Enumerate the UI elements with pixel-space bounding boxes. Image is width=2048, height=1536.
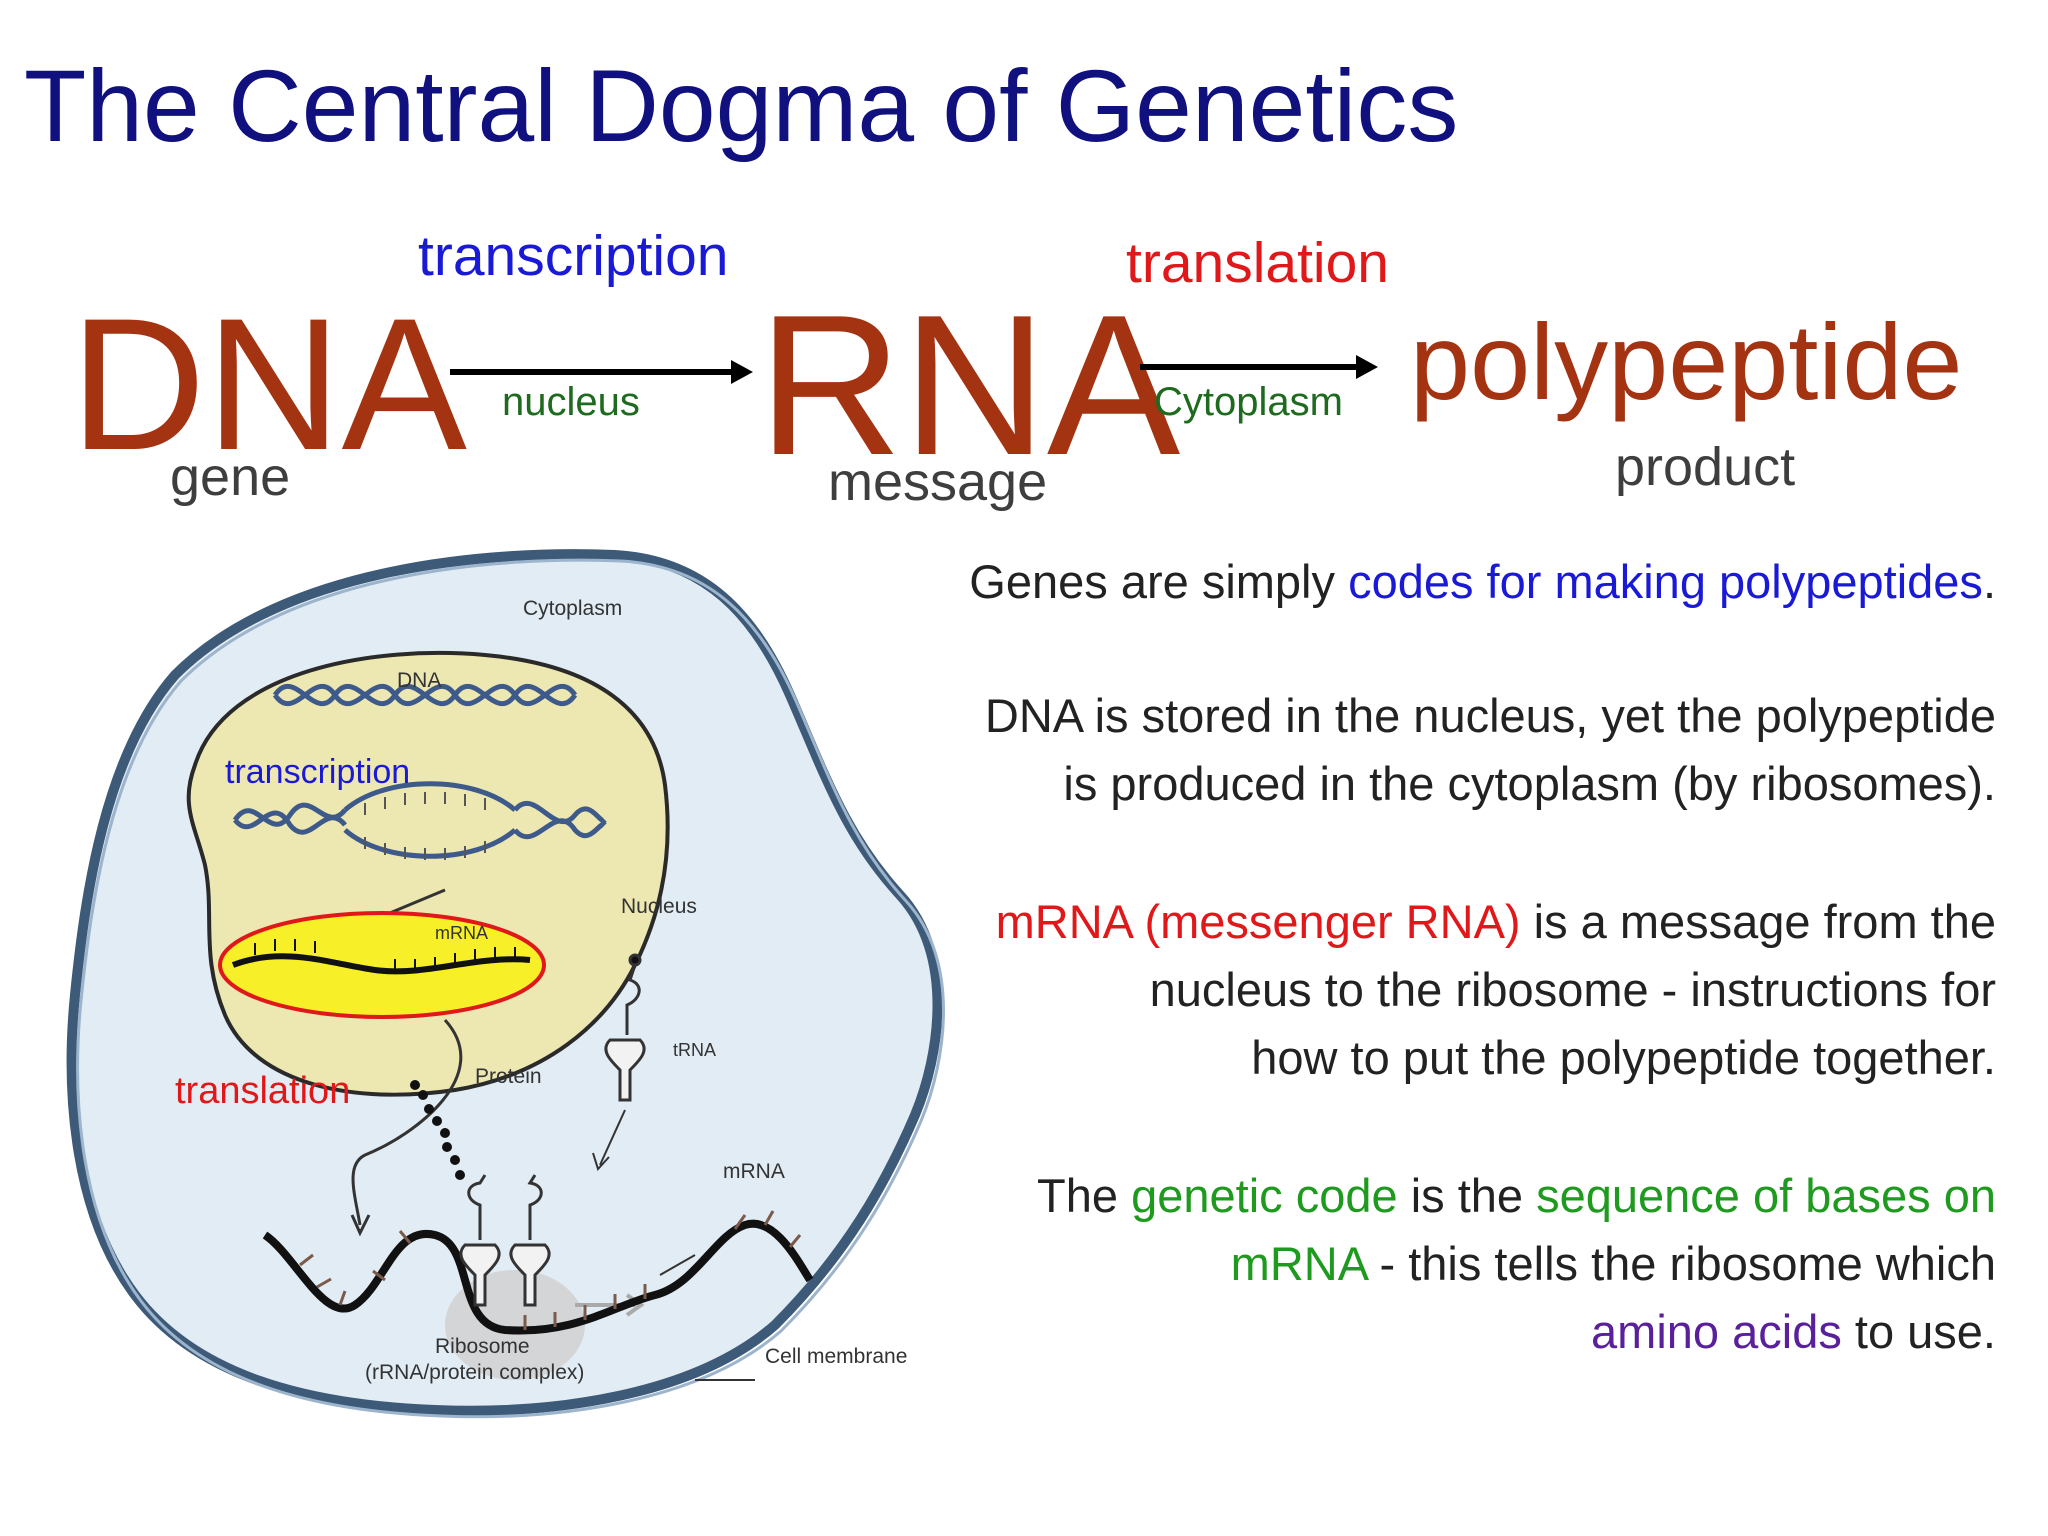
p4-genetic-code: genetic code [1131,1169,1398,1222]
trna-free [604,953,646,1102]
p4-amino-acids: amino acids [1591,1305,1842,1358]
diagram-label-cell-membrane: Cell membrane [765,1345,908,1368]
rna-word: RNA [758,274,1181,497]
cell-membrane-inner [76,558,945,1419]
dna-word: DNA [70,279,467,489]
dna-helix [272,684,578,706]
paragraph-genes: Genes are simply codes for making polype… [969,548,1996,616]
diagram-label-translation: translation [175,1070,351,1112]
translation-arrow [1140,355,1378,379]
diagram-label-ribosome: Ribosome [435,1335,530,1358]
p4-mrna: mRNA [1230,1237,1367,1290]
p2-line-1: DNA is stored in the nucleus, yet the po… [984,689,1996,742]
diagram-label-mrna-nucleus: mRNA [435,923,488,943]
cell-illustration [66,549,945,1419]
mrna-bases-nucleus [254,939,516,971]
paragraph-genetic-code: The genetic code is the sequence of base… [1037,1162,1996,1366]
transcription-arrow [450,360,753,384]
dna-transcription-bubble [232,781,607,860]
export-arrow [351,1018,463,1226]
diagram-label-transcription: transcription [225,753,411,791]
mrna-highlight [218,911,546,1019]
p4-text-a: The [1037,1169,1132,1222]
p4-text-c: is the [1397,1169,1537,1222]
transcription-label: transcription [418,224,729,288]
p1-text-a: Genes are simply [969,555,1349,608]
diagram-label-nucleus: Nucleus [621,895,697,918]
cell-diagram: Cytoplasm DNA transcription mRNA Nucleus… [55,535,955,1440]
p3-line-2: nucleus to the ribosome - instructions f… [1149,963,1996,1016]
p3-line-3: how to put the polypeptide together. [1251,1031,1996,1084]
diagram-label-dna: DNA [397,669,442,692]
diagram-label-mrna: mRNA [723,1160,785,1183]
p3-highlight: mRNA (messenger RNA) [995,895,1521,948]
paragraph-dna-storage: DNA is stored in the nucleus, yet the po… [985,682,1996,818]
cytoplasm-location-label: Cytoplasm [1154,380,1343,424]
diagram-label-protein: Protein [475,1065,542,1088]
mrna-release-line [384,888,446,917]
trna-arrow [599,1109,626,1166]
mrna-strand-cytoplasm [262,1219,814,1335]
polypeptide-word: polypeptide [1410,301,1963,422]
export-arrowhead [350,1214,371,1237]
product-label: product [1615,437,1796,497]
trna-bound [459,1174,551,1307]
p4-text-h: to use. [1841,1305,1996,1358]
page-title: The Central Dogma of Genetics [24,49,1459,163]
diagram-label-cytoplasm: Cytoplasm [523,597,623,620]
p2-line-2: is produced in the cytoplasm (by ribosom… [1063,757,1996,810]
mrna-bases-cytoplasm [299,1210,802,1330]
p4-sequence: sequence of bases on [1536,1169,1996,1222]
ribosome-direction-head [625,1293,645,1317]
p1-highlight: codes for making polypeptides [1348,555,1983,608]
mrna-pointer [659,1254,696,1276]
p4-text-f: - this tells the ribosome which [1366,1237,1996,1290]
nucleus-location-label: nucleus [502,380,640,424]
p1-text-c: . [1982,555,1996,608]
p3-text-b: is a message from the [1520,895,1996,948]
mrna-strand-nucleus [231,953,531,975]
message-label: message [828,452,1048,512]
diagram-label-ribosome-sub: (rRNA/protein complex) [365,1361,585,1384]
diagram-label-trna: tRNA [673,1040,717,1060]
translation-label: translation [1126,231,1389,295]
gene-label: gene [170,447,291,507]
paragraph-mrna: mRNA (messenger RNA) is a message from t… [996,888,1996,1092]
protein-chain [410,1080,465,1180]
trna-arrowhead [592,1152,610,1171]
